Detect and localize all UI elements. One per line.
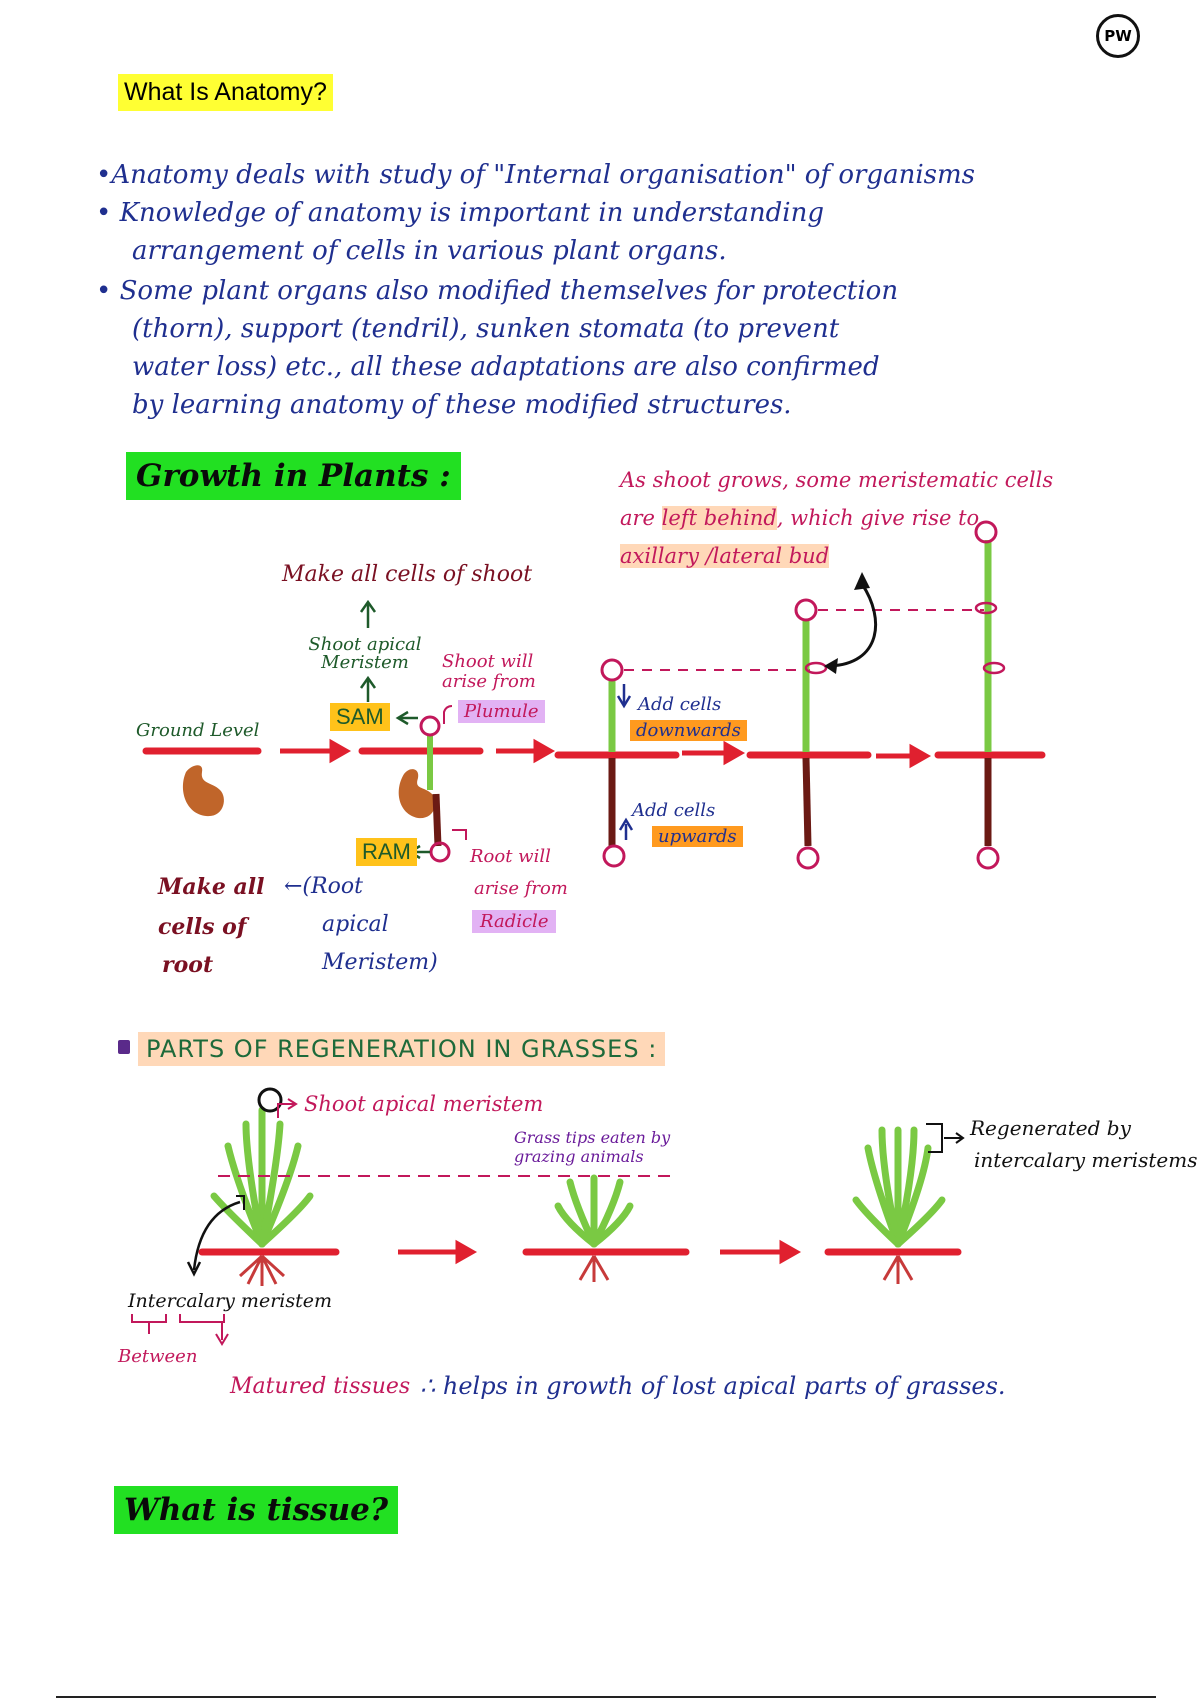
tissue-heading: What is tissue? bbox=[114, 1486, 398, 1534]
ram-full-2: apical bbox=[322, 912, 389, 937]
grasses-heading: PARTS OF REGENERATION IN GRASSES : bbox=[138, 1032, 666, 1066]
root-arise-2: arise from bbox=[474, 878, 568, 899]
radicle-label: Radicle bbox=[472, 910, 557, 933]
plant4-bud bbox=[804, 661, 828, 675]
bullet-1: •Anatomy deals with study of "Internal o… bbox=[96, 160, 975, 190]
root-arise-1: Root will bbox=[470, 846, 551, 867]
bullet-2: • Knowledge of anatomy is important in u… bbox=[96, 198, 824, 228]
growth-note-line2-a: are bbox=[620, 506, 662, 530]
ram-circle bbox=[429, 841, 451, 863]
page-bottom-rule bbox=[56, 1696, 1156, 1698]
add-cells-down-1: Add cells bbox=[638, 694, 722, 715]
pw-logo: PW bbox=[1096, 14, 1140, 58]
sam-up-arrows bbox=[359, 599, 377, 702]
make-all-shoot-label: Make all cells of shoot bbox=[282, 562, 533, 587]
bullet-2-cont: arrangement of cells in various plant or… bbox=[132, 236, 727, 266]
plant4-root-tip bbox=[796, 846, 820, 870]
growth-note-left-behind: left behind bbox=[661, 506, 777, 530]
seed-icon bbox=[182, 765, 224, 817]
intercalary-label: Intercalary meristem bbox=[128, 1290, 332, 1312]
grass-2-icon bbox=[554, 1174, 634, 1282]
ram-full-1: ←(Root bbox=[284, 874, 363, 899]
germinating-seed-icon bbox=[398, 769, 436, 819]
page-title: What Is Anatomy? bbox=[118, 74, 333, 111]
grass-3-icon bbox=[852, 1126, 946, 1284]
plant5-bud-1 bbox=[974, 601, 998, 615]
growth-note-axillary-bud: axillary /lateral bud bbox=[620, 544, 830, 568]
grasses-bullet bbox=[118, 1040, 130, 1054]
bullet-3-cont-2: water loss) etc., all these adaptations … bbox=[132, 352, 880, 382]
plant4-shoot-tip bbox=[794, 598, 818, 622]
bullet-3-cont-3: by learning anatomy of these modified st… bbox=[132, 390, 792, 420]
add-cells-up-1: Add cells bbox=[632, 800, 716, 821]
sam-circle bbox=[419, 715, 441, 737]
shoot-arise-label: Shoot will arise from bbox=[442, 651, 536, 692]
regenerated-label-2: intercalary meristems bbox=[974, 1148, 1198, 1172]
ram-full-3: Meristem) bbox=[322, 950, 438, 975]
bullet-3-cont-1: (thorn), support (tendril), sunken stoma… bbox=[132, 314, 840, 344]
between-label: Between bbox=[118, 1346, 198, 1367]
make-root-3: root bbox=[162, 952, 214, 978]
helps-statement: ∴ helps in growth of lost apical parts o… bbox=[420, 1372, 1006, 1400]
ram-label: RAM bbox=[356, 838, 417, 866]
growth-arrows bbox=[280, 738, 932, 769]
sam-label: SAM bbox=[330, 703, 390, 731]
plant3-shoot-tip bbox=[600, 658, 624, 682]
plant3-root-tip bbox=[602, 844, 626, 868]
make-root-1: Make all bbox=[158, 874, 265, 900]
plant5-bud-2 bbox=[982, 661, 1006, 675]
grass-1-icon bbox=[210, 1087, 314, 1286]
add-cells-down-2: downwards bbox=[630, 720, 747, 741]
growth-note-line2-b: , which give rise to bbox=[776, 506, 980, 530]
growth-heading: Growth in Plants : bbox=[126, 452, 461, 500]
shoot-apical-meristem-label: Shoot apical Meristem bbox=[308, 634, 422, 673]
growth-note-line1: As shoot grows, some meristematic cells bbox=[620, 468, 1054, 492]
grass-sam-label: Shoot apical meristem bbox=[304, 1092, 544, 1116]
add-cells-up-2: upwards bbox=[652, 826, 743, 847]
plant5-shoot-tip bbox=[974, 520, 998, 544]
plant5-root-tip bbox=[976, 846, 1000, 870]
plumule-label: Plumule bbox=[458, 700, 545, 723]
ground-level-label: Ground Level bbox=[136, 720, 260, 741]
bullet-3: • Some plant organs also modified themse… bbox=[96, 276, 899, 306]
grass-tips-label: Grass tips eaten by grazing animals bbox=[514, 1128, 671, 1166]
make-root-2: cells of bbox=[158, 914, 247, 940]
bud-curve-arrow bbox=[829, 583, 877, 668]
regenerated-label-1: Regenerated by bbox=[970, 1116, 1131, 1140]
radicle-root bbox=[432, 793, 442, 847]
plant4-root bbox=[802, 757, 812, 847]
matured-tissues-label: Matured tissues bbox=[230, 1374, 411, 1399]
growth-note-line2: are left behind, which give rise to bbox=[620, 506, 979, 530]
